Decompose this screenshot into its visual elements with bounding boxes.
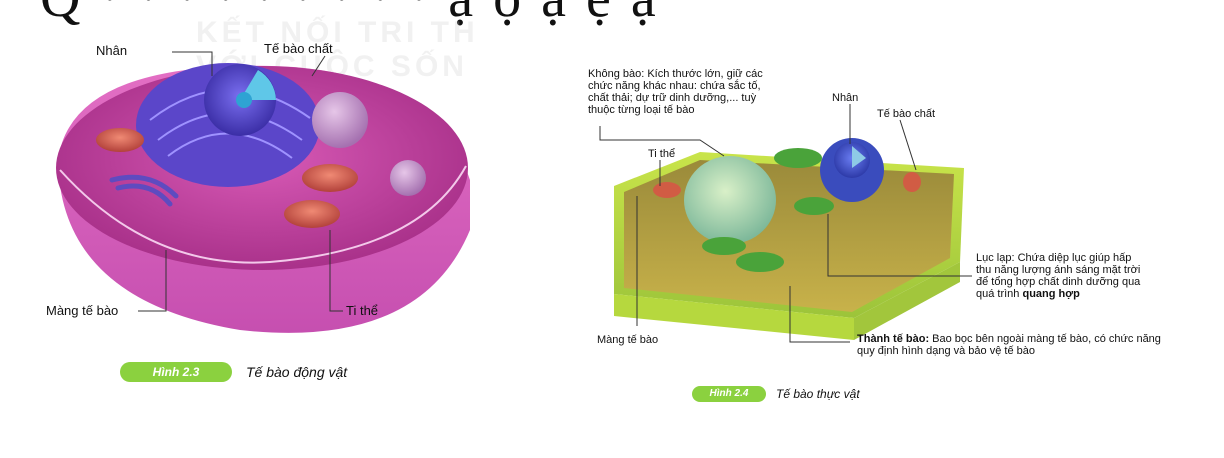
animal-label-cytoplasm: Tế bào chất xyxy=(264,41,333,56)
plant-label-mitochondria: Ti thể xyxy=(648,148,676,160)
plant-label-chloroplast-bold: quang hợp xyxy=(1022,288,1080,300)
plant-chloroplast-1 xyxy=(774,148,822,168)
plant-figure-number: Hình 2.4 xyxy=(692,386,766,402)
plant-label-nucleus: Nhân xyxy=(832,92,859,104)
plant-label-vacuole-line-3: chất thải; dự trữ dinh dưỡng,... tuỳ xyxy=(588,92,757,104)
plant-label-cytoplasm: Tế bào chất xyxy=(877,108,936,120)
animal-caption-text: Tế bào động vật xyxy=(246,364,348,380)
plant-label-vacuole-line-2: chức năng khác nhau: chứa sắc tố, xyxy=(588,80,761,92)
animal-figure-number: Hình 2.3 xyxy=(120,362,232,382)
animal-label-mitochondria: Ti thể xyxy=(346,303,379,318)
plant-label-chloroplast-line-4: quá trình quang hợp xyxy=(976,288,1080,300)
watermark-line-1: KẾT NỐI TRI TH xyxy=(196,16,479,49)
page-heading: Q · · · · · · · · · ạ ọ ạ ệ ạ xyxy=(0,0,1224,28)
plant-label-cell-wall: Thành tế bào: Bao bọc bên ngoài màng tế … xyxy=(857,333,1217,357)
plant-label-vacuole: Không bào: Kích thước lớn, giữ các chức … xyxy=(588,68,828,116)
plant-label-chloroplast-line-2: thu năng lượng ánh sáng mặt trời xyxy=(976,264,1141,276)
plant-label-cell-wall-line-1: Bao bọc bên ngoài màng tế bào, có chức n… xyxy=(932,333,1161,345)
plant-label-membrane: Màng tế bào xyxy=(597,334,659,346)
plant-label-chloroplast-line-1: Lục lạp: Chứa diệp lục giúp hấp xyxy=(976,252,1132,264)
plant-mitochondrion-1 xyxy=(653,182,681,198)
plant-chloroplast-2 xyxy=(794,197,834,215)
plant-label-vacuole-line-4: thuộc từng loại tế bào xyxy=(588,104,695,116)
animal-cell-membrane-edge xyxy=(59,165,467,264)
animal-golgi xyxy=(109,174,179,207)
animal-label-nucleus: Nhân xyxy=(96,43,128,58)
watermark: KẾT NỐI TRI TH VỚI CUỘC SỐN xyxy=(196,16,496,112)
animal-vesicle-2 xyxy=(390,160,426,196)
animal-caption: Hình 2.3 Tế bào động vật xyxy=(120,362,347,382)
plant-cell-wall xyxy=(614,152,964,318)
animal-mitochondrion-1 xyxy=(96,128,144,152)
plant-cell-cytoplasm xyxy=(624,160,954,312)
plant-er xyxy=(820,138,884,202)
plant-label-cell-wall-title: Thành tế bào: xyxy=(857,333,930,345)
page-heading-text: Q · · · · · · · · · ạ ọ ạ ệ ạ xyxy=(40,0,659,28)
plant-caption-text: Tế bào thực vật xyxy=(776,387,860,401)
animal-mitochondrion-3 xyxy=(284,200,340,228)
plant-chloroplast-4 xyxy=(736,252,784,272)
plant-label-chloroplast: Lục lạp: Chứa diệp lục giúp hấp thu năng… xyxy=(976,252,1202,300)
plant-mitochondrion-2 xyxy=(903,172,921,192)
plant-vacuole xyxy=(684,156,776,244)
plant-label-chloroplast-line-3: để tổng hợp chất dinh dưỡng qua xyxy=(976,276,1141,288)
plant-label-cell-wall-line-2: quy định hình dạng và bảo vệ tế bào xyxy=(857,345,1035,357)
plant-caption: Hình 2.4 Tế bào thực vật xyxy=(692,386,860,402)
plant-label-vacuole-line-1: Không bào: Kích thước lớn, giữ các xyxy=(588,68,763,80)
plant-nucleus xyxy=(834,142,870,178)
watermark-line-2: VỚI CUỘC SỐN xyxy=(196,50,468,83)
animal-label-membrane: Màng tế bào xyxy=(46,303,119,318)
animal-mitochondrion-2 xyxy=(302,164,358,192)
plant-chloroplast-3 xyxy=(702,237,746,255)
